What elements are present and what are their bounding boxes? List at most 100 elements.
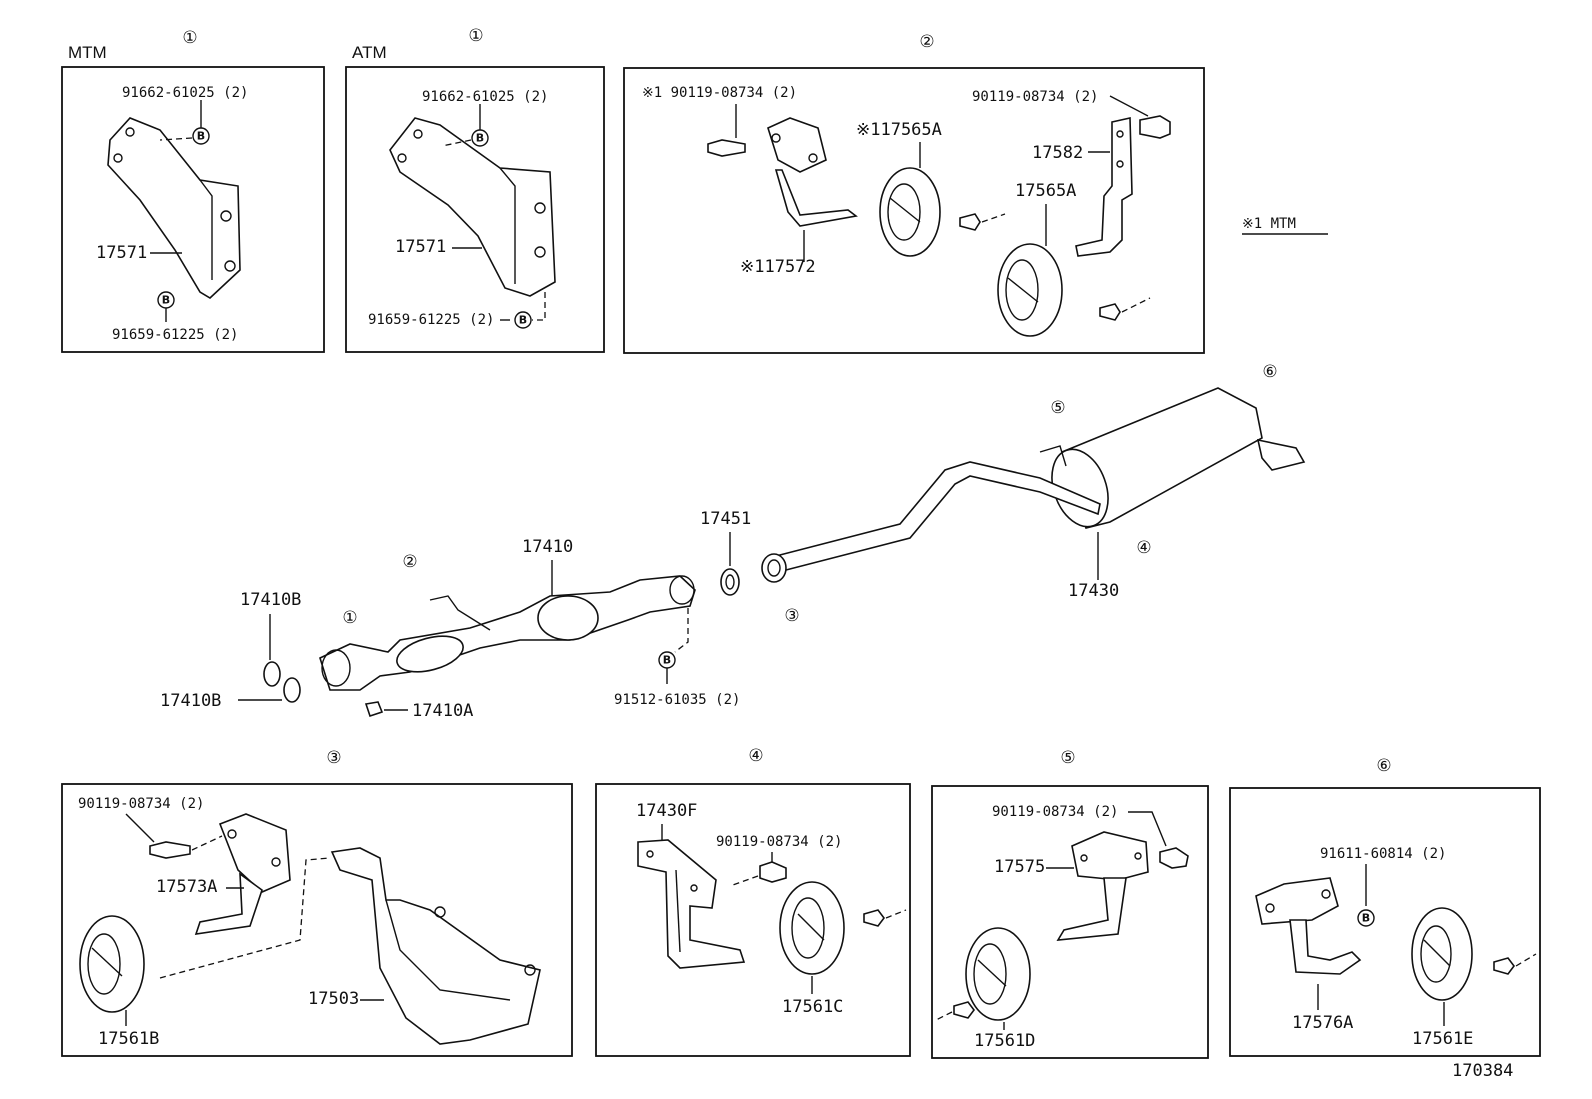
hanger-rod <box>1056 877 1127 941</box>
mtm-note: ※1 MTM <box>1242 216 1296 232</box>
callout-4-panel: ④ <box>748 746 763 766</box>
panel-6: ⑥ 91611-60814 (2) B 17576A 17561E <box>1229 756 1541 1057</box>
bolt-icon <box>1159 847 1189 869</box>
mtm-bracket-label: 17571 <box>96 243 147 263</box>
bolt-icon <box>759 861 787 883</box>
exhaust-hanger-support <box>767 117 827 173</box>
atm-bracket-label: 17571 <box>395 237 446 257</box>
bolt-icon <box>863 909 885 927</box>
panel-6-insulator-label: 17561E <box>1412 1029 1473 1049</box>
bolt-b-mark: B <box>197 130 205 143</box>
panel-5: ⑤ 90119-08734 (2) 17575 17561D <box>931 748 1209 1059</box>
panel-6-support-label: 17576A <box>1292 1013 1353 1033</box>
bolt-b-mark: B <box>519 314 527 327</box>
atm-bolt-bottom-label: 91659-61225 (2) <box>368 312 494 328</box>
callout-1-atm: ① <box>468 26 483 46</box>
panel-2-bolt-right-label: 90119-08734 (2) <box>972 89 1098 105</box>
gasket-ring-icon <box>263 661 281 687</box>
bolt-icon <box>1493 957 1515 975</box>
exhaust-hanger-support <box>1071 831 1149 881</box>
callout-6-panel: ⑥ <box>1376 756 1391 776</box>
callout-1-mtm: ① <box>182 28 197 48</box>
catalytic-converter <box>537 595 599 641</box>
callout-3-main: ③ <box>784 606 799 626</box>
bolt-icon <box>149 841 191 859</box>
front-pipe-bolt-label: 91512-61035 (2) <box>614 692 740 708</box>
rubber-insulator-icon <box>879 167 941 257</box>
panel-2-frame <box>623 67 1205 354</box>
mtm-bolt-bottom-label: 91659-61225 (2) <box>112 327 238 343</box>
panel-4: ④ 17430F 90119-08734 (2) 17561C <box>595 746 911 1057</box>
front-pipe-label: 17410 <box>522 537 573 557</box>
mtm-bolt-top-label: 91662-61025 (2) <box>122 85 248 101</box>
tail-pipe <box>774 461 1101 571</box>
panel-4-bolt-label: 90119-08734 (2) <box>716 834 842 850</box>
panel-3: ③ 90119-08734 (2) 17573A 17561B 17503 <box>61 748 573 1057</box>
callout-2-panel: ② <box>919 32 934 52</box>
bolt-b-icon <box>514 311 532 329</box>
bolt-b-mark: B <box>476 132 484 145</box>
panel-3-support-label: 17573A <box>156 877 217 897</box>
panel-2-support-left-label: ※117572 <box>740 257 816 277</box>
panel-5-insulator-label: 17561D <box>974 1031 1035 1051</box>
panel-6-frame <box>1229 787 1541 1057</box>
mtm-header: MTM <box>68 43 107 62</box>
panel-1-mtm-frame <box>61 66 325 353</box>
rubber-insulator-icon <box>79 915 145 1013</box>
bolt-b-icon <box>1357 909 1375 927</box>
panel-1-atm: ATM ① B 91662-61025 (2) 17571 B 91659-61… <box>345 26 605 353</box>
bolt-icon <box>1099 303 1121 321</box>
front-exhaust-pipe <box>319 575 696 691</box>
bolt-b-mark: B <box>1362 912 1370 925</box>
panel-3-bracket-label: 17503 <box>308 989 359 1009</box>
nut-label: 17410A <box>412 701 473 721</box>
panel-2-bolt-left-label: ※1 90119-08734 (2) <box>642 85 797 101</box>
gasket-b-bottom-label: 17410B <box>160 691 221 711</box>
panel-6-bolt-label: 91611-60814 (2) <box>1320 846 1446 862</box>
gasket-ring-icon <box>283 677 301 703</box>
engine-mount-bracket-atm <box>389 117 556 297</box>
exhaust-hanger-support <box>218 813 291 893</box>
bolt-icon <box>959 213 981 231</box>
panel-1-mtm: MTM ① B 91662-61025 (2) 17571 B 91659-61… <box>61 28 325 353</box>
heat-shield-bracket <box>330 847 541 1045</box>
hanger-rod <box>1289 919 1362 975</box>
rubber-insulator-icon <box>997 243 1063 337</box>
panel-5-support-label: 17575 <box>994 857 1045 877</box>
bolt-icon <box>953 1001 975 1019</box>
engine-mount-bracket-mtm <box>107 117 241 299</box>
callout-3-panel: ③ <box>326 748 341 768</box>
bolt-icon <box>1139 115 1171 139</box>
bolt-b-mark: B <box>663 654 671 667</box>
panel-3-insulator-label: 17561B <box>98 1029 159 1049</box>
hanger-rod <box>194 872 263 935</box>
main-assembly: ⑥ ⑤ ④ ③ ② ① 17430 17451 17410 B <box>160 362 1306 721</box>
callout-1-main: ① <box>342 608 357 628</box>
exhaust-hanger-support <box>637 839 746 969</box>
atm-header: ATM <box>352 43 387 62</box>
panel-4-support-label: 17430F <box>636 801 697 821</box>
callout-2-main: ② <box>402 552 417 572</box>
panel-2-insulator-a-label: ※117565A <box>856 120 942 140</box>
tail-pipe-label: 17430 <box>1068 581 1119 601</box>
panel-4-frame <box>595 783 911 1057</box>
panel-2: ② ※1 90119-08734 (2) ※117572 ※117565A 90… <box>623 32 1328 354</box>
bolt-icon <box>707 139 746 157</box>
gasket-b-top-label: 17410B <box>240 590 301 610</box>
panel-3-bolt-label: 90119-08734 (2) <box>78 796 204 812</box>
exhaust-hanger-support <box>1255 877 1339 925</box>
callout-4-main: ④ <box>1136 538 1151 558</box>
panel-1-atm-frame <box>345 66 605 353</box>
callout-5-main: ⑤ <box>1050 398 1065 418</box>
panel-5-frame <box>931 785 1209 1059</box>
muffler-body <box>1061 387 1263 529</box>
panel-2-insulator-b-label: 17565A <box>1015 181 1076 201</box>
panel-4-insulator-label: 17561C <box>782 997 843 1017</box>
figure-number: 170384 <box>1452 1061 1513 1081</box>
rubber-insulator-icon <box>965 927 1031 1021</box>
front-pipe-resonator <box>396 635 464 673</box>
hanger-bracket-right <box>1075 117 1133 257</box>
hanger-rod <box>774 169 858 227</box>
